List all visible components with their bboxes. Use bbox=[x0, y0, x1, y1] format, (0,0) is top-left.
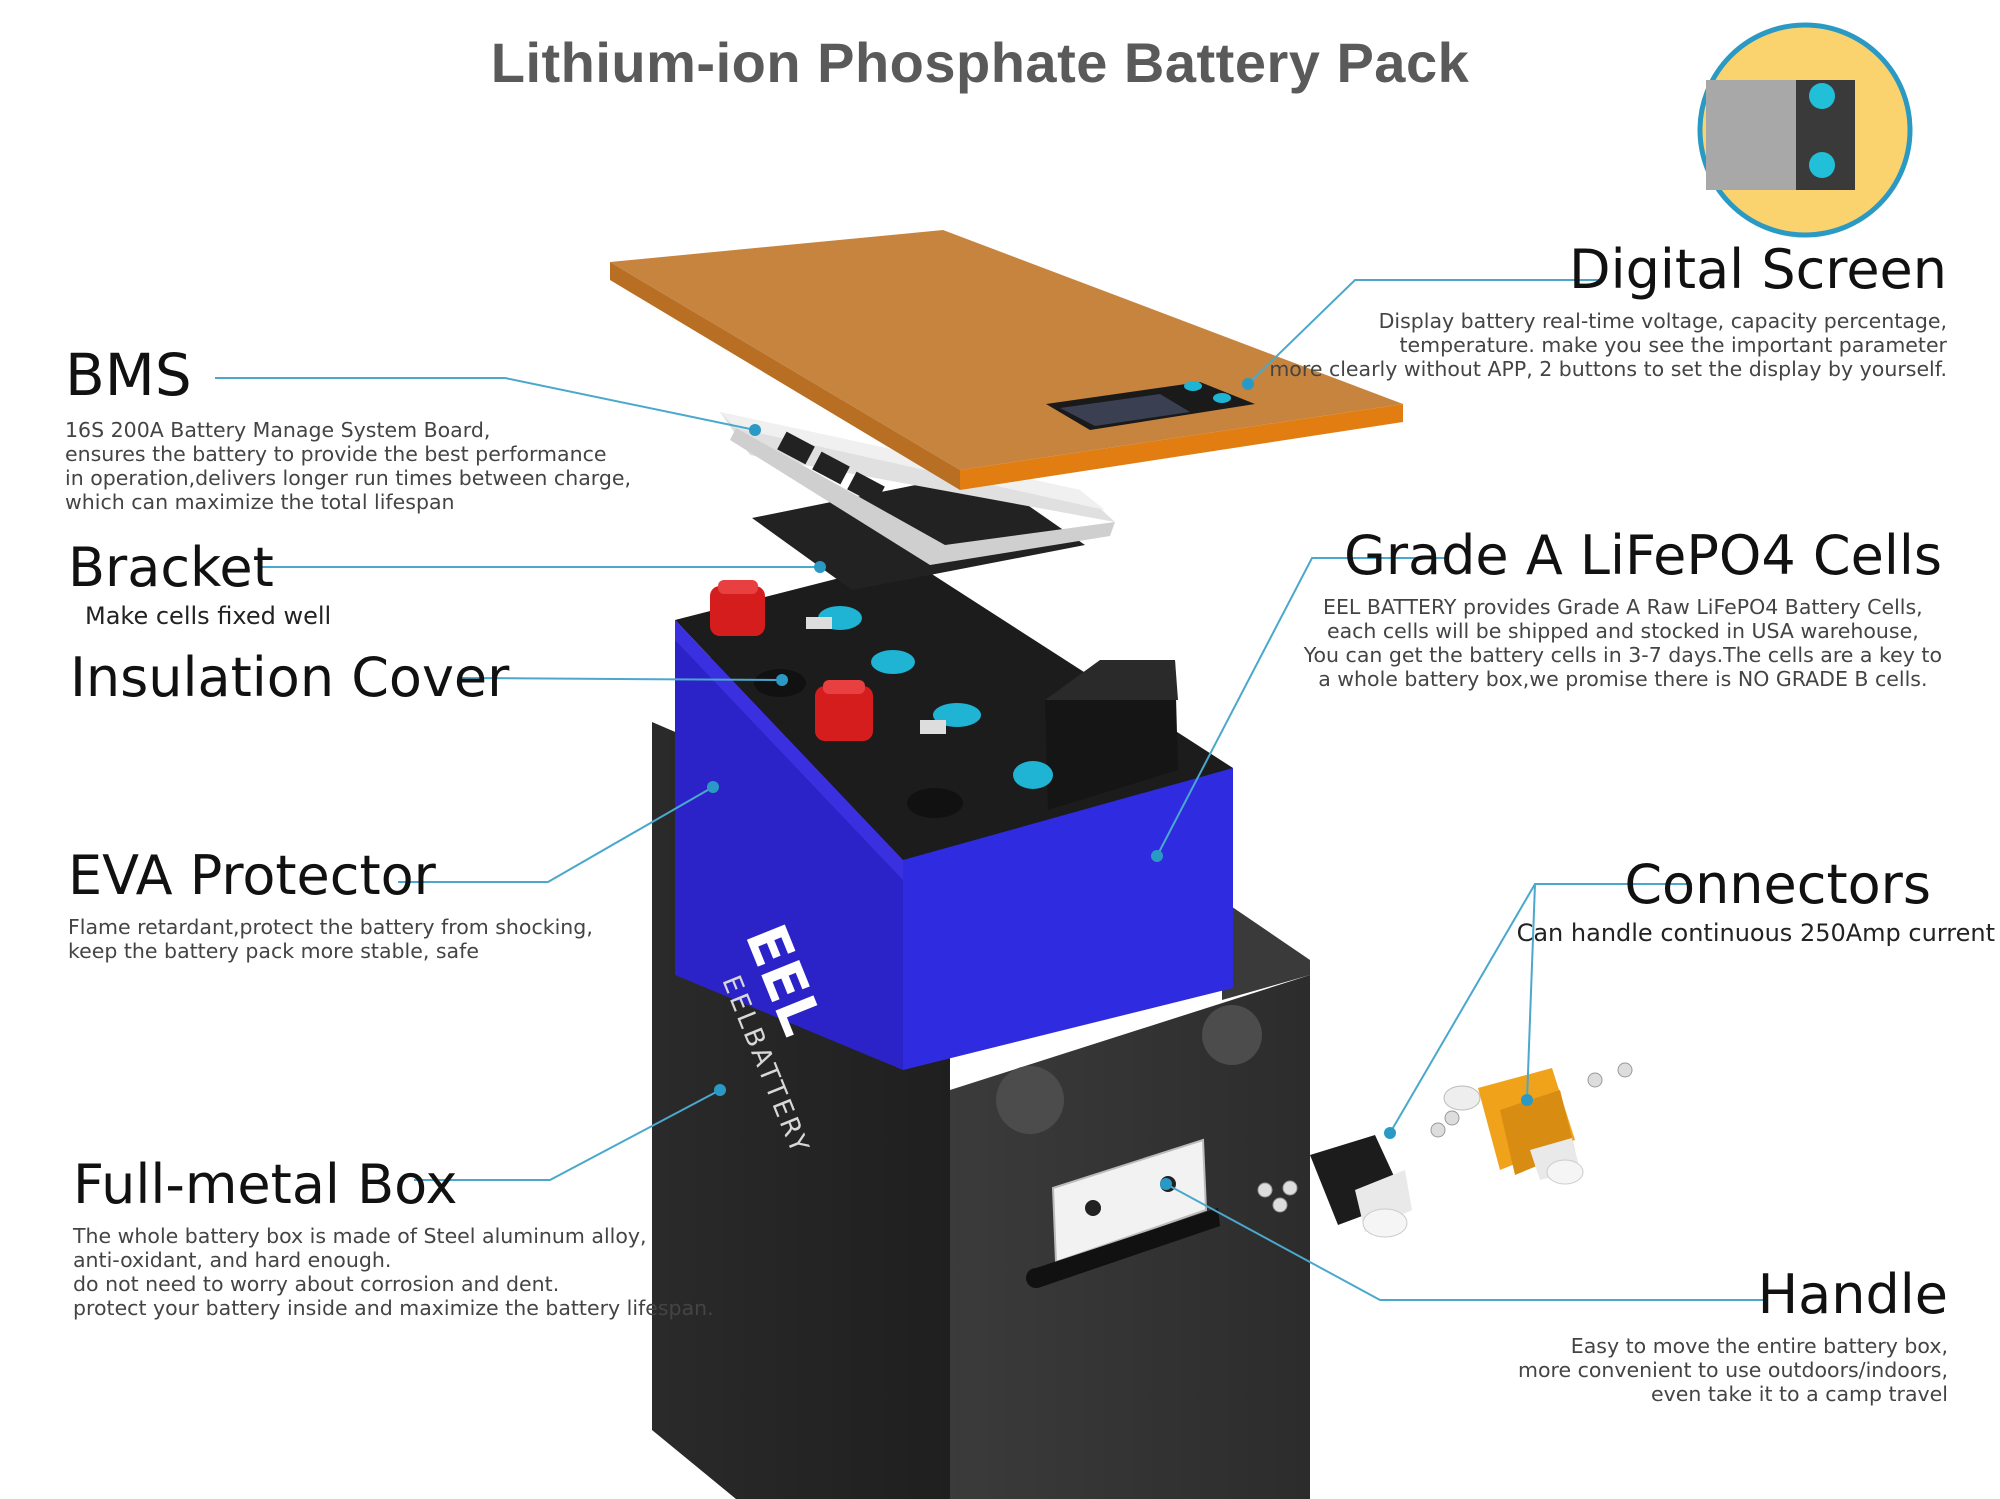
eva-description: Flame retardant,protect the battery from… bbox=[68, 915, 593, 964]
digital-screen-graphic bbox=[1046, 381, 1255, 430]
label-eva: EVA Protector Flame retardant,protect th… bbox=[68, 844, 593, 964]
terminal-positive-1 bbox=[710, 580, 765, 636]
cells-description: EEL BATTERY provides Grade A Raw LiFePO4… bbox=[1303, 595, 1942, 692]
screen-title: Digital Screen bbox=[1569, 238, 1947, 301]
bracket-title: Bracket bbox=[68, 536, 274, 599]
label-box: Full-metal Box The whole battery box is … bbox=[73, 1153, 714, 1321]
label-screen: Digital Screen Display battery real-time… bbox=[1269, 238, 1947, 382]
connector-orange-graphic bbox=[1443, 1068, 1584, 1185]
handle-description: Easy to move the entire battery box, mor… bbox=[1517, 1334, 1948, 1407]
connector-black-graphic bbox=[1310, 1135, 1412, 1238]
box-title: Full-metal Box bbox=[73, 1153, 458, 1216]
insulation-title: Insulation Cover bbox=[70, 646, 510, 709]
handle-title: Handle bbox=[1757, 1263, 1948, 1326]
bms-title: BMS bbox=[65, 341, 192, 409]
connectors-title: Connectors bbox=[1624, 853, 1931, 916]
bms-description: 16S 200A Battery Manage System Board, en… bbox=[65, 417, 631, 514]
eva-title: EVA Protector bbox=[68, 844, 436, 907]
leader-lines bbox=[215, 279, 1763, 1301]
label-bms: BMS 16S 200A Battery Manage System Board… bbox=[65, 341, 631, 514]
label-cells: Grade A LiFePO4 Cells EEL BATTERY provid… bbox=[1303, 524, 1942, 692]
box-vent-hole-left bbox=[996, 1066, 1064, 1134]
handle-graphic bbox=[1026, 1138, 1220, 1288]
box-vent-hole-right bbox=[1202, 1005, 1262, 1065]
bracket-subtitle: Make cells fixed well bbox=[85, 602, 332, 631]
cells-title: Grade A LiFePO4 Cells bbox=[1344, 524, 1942, 587]
label-connectors: Connectors Can handle continuous 250Amp … bbox=[1517, 855, 1995, 947]
label-insulation: Insulation Cover bbox=[70, 646, 510, 709]
metal-box-inner bbox=[1222, 900, 1310, 1000]
page-title: Lithium-ion Phosphate Battery Pack bbox=[490, 31, 1470, 94]
screen-inset bbox=[1697, 22, 1913, 238]
screen-description: Display battery real-time voltage, capac… bbox=[1269, 309, 1947, 382]
box-description: The whole battery box is made of Steel a… bbox=[73, 1224, 714, 1321]
label-bracket: Bracket Make cells fixed well bbox=[68, 538, 331, 630]
label-handle: Handle Easy to move the entire battery b… bbox=[1517, 1263, 1948, 1407]
terminal-positive-2 bbox=[815, 680, 873, 741]
connectors-subtitle: Can handle continuous 250Amp current bbox=[1516, 919, 1995, 948]
